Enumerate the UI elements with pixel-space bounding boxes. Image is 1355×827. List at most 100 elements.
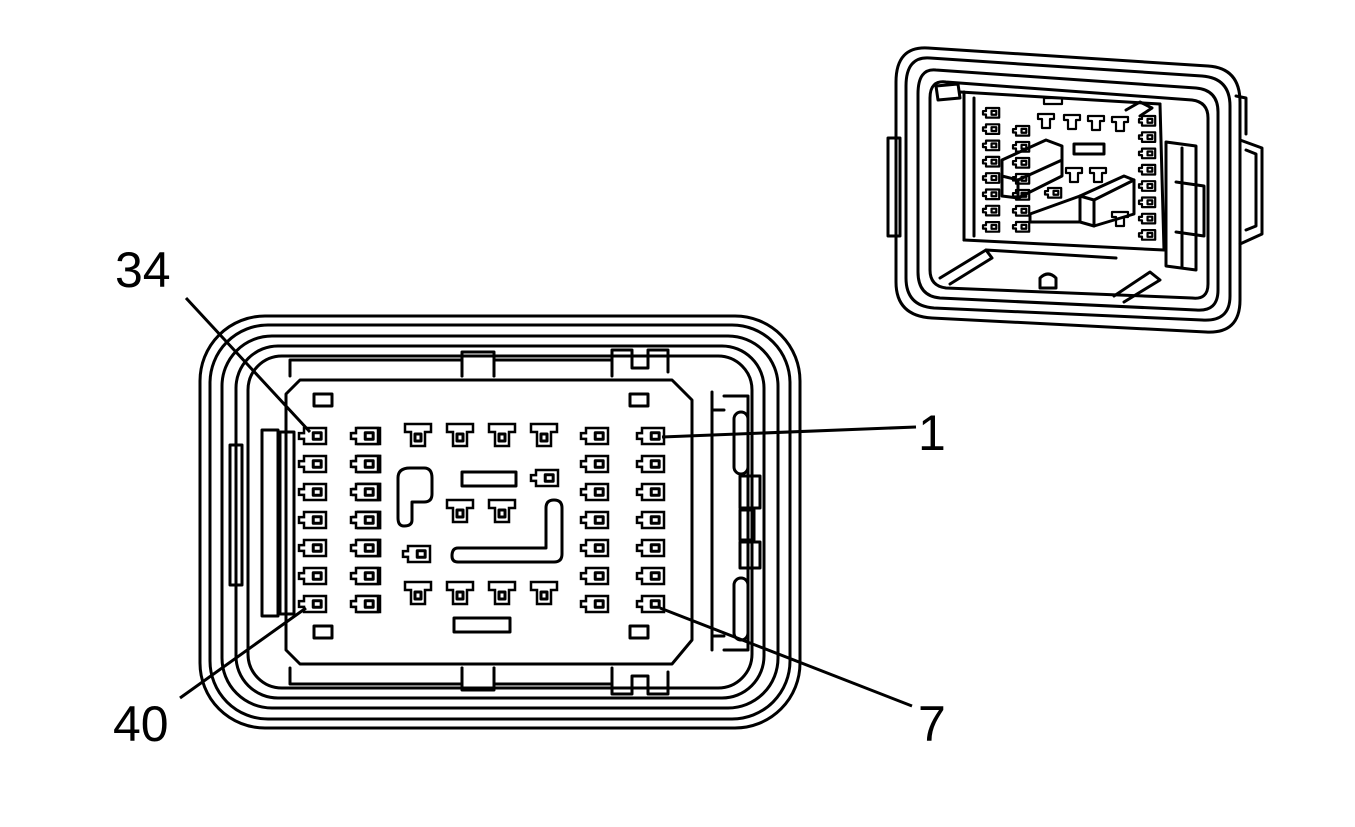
pin-contact bbox=[649, 515, 661, 525]
pin-contact bbox=[311, 431, 323, 441]
iso-key-slot bbox=[1042, 96, 1064, 106]
pin-contact bbox=[311, 543, 323, 553]
pin-cavity bbox=[981, 123, 1001, 135]
pin-contact bbox=[1146, 231, 1154, 238]
pin-contact bbox=[990, 158, 998, 165]
leader-line-34 bbox=[184, 296, 312, 434]
pin-contact bbox=[543, 473, 555, 483]
t-pin-cavity bbox=[1062, 113, 1082, 131]
pin-contact bbox=[649, 571, 661, 581]
pin-cavity bbox=[1043, 186, 1063, 199]
pin-contact bbox=[990, 207, 998, 214]
pin-cavity bbox=[1137, 180, 1157, 192]
t-pin-cavity bbox=[1064, 166, 1084, 184]
pin-contact bbox=[363, 599, 375, 609]
pin-contact bbox=[1020, 207, 1028, 214]
t-pin-cavity bbox=[1086, 114, 1106, 132]
pin-contact bbox=[649, 543, 661, 553]
pin-contact bbox=[1020, 191, 1028, 198]
pin-contact bbox=[539, 590, 549, 601]
pin-contact bbox=[1146, 150, 1154, 157]
pin-contact bbox=[363, 487, 375, 497]
pin-contact bbox=[497, 508, 507, 519]
connector-face-view bbox=[198, 314, 802, 730]
pin-contact bbox=[1146, 134, 1154, 141]
pin-cavity bbox=[981, 172, 1001, 184]
pin-contact bbox=[990, 191, 998, 198]
pin-contact bbox=[990, 142, 998, 149]
pin-contact bbox=[363, 459, 375, 469]
pin-contact bbox=[1020, 127, 1028, 134]
t-pin-cavity bbox=[1036, 112, 1056, 130]
iso-pin-cavity-grid bbox=[981, 96, 1157, 241]
pin-contact bbox=[990, 126, 998, 133]
pin-cavity bbox=[981, 139, 1001, 152]
pin-contact bbox=[311, 487, 323, 497]
pin-cavity bbox=[1011, 140, 1031, 153]
pin-contact bbox=[1146, 117, 1154, 124]
pin-contact bbox=[593, 571, 605, 581]
pin-contact bbox=[311, 515, 323, 525]
t-pin-cavity bbox=[1110, 210, 1130, 228]
pin-cavity bbox=[1137, 114, 1157, 127]
pin-contact bbox=[990, 109, 998, 116]
pin-contact bbox=[649, 599, 661, 609]
pin-contact bbox=[413, 590, 423, 601]
pin-contact bbox=[1020, 175, 1028, 182]
pin-cavity bbox=[1011, 204, 1031, 217]
pin-cavity bbox=[1137, 196, 1157, 209]
pin-contact bbox=[1020, 159, 1028, 166]
pin-cavity bbox=[1137, 163, 1157, 176]
pin-contact bbox=[1146, 215, 1154, 222]
pin-contact bbox=[1020, 223, 1028, 230]
pin-contact bbox=[497, 590, 507, 601]
pin-contact bbox=[593, 487, 605, 497]
pin-contact bbox=[593, 431, 605, 441]
pin-contact bbox=[1146, 166, 1154, 173]
pin-cavity bbox=[981, 188, 1001, 201]
pin-contact bbox=[1052, 189, 1060, 196]
pin-cavity bbox=[1011, 124, 1031, 137]
t-pin-cavity bbox=[1088, 166, 1108, 184]
pin-cavity bbox=[1137, 229, 1157, 241]
pin-label-7: 7 bbox=[918, 696, 946, 752]
pin-contact bbox=[593, 543, 605, 553]
pin-contact bbox=[593, 515, 605, 525]
leader-line-1 bbox=[661, 425, 917, 439]
pin-cavity bbox=[1011, 220, 1031, 233]
pin-contact bbox=[455, 432, 465, 443]
pin-contact bbox=[363, 543, 375, 553]
pin-label-34: 34 bbox=[115, 242, 171, 298]
pin-contact bbox=[497, 432, 507, 443]
pin-contact bbox=[363, 571, 375, 581]
pin-contact bbox=[649, 487, 661, 497]
pin-contact bbox=[413, 432, 423, 443]
pin-cavity bbox=[981, 204, 1001, 217]
pin-cavity bbox=[981, 221, 1001, 233]
pin-contact bbox=[593, 599, 605, 609]
pin-cavity bbox=[1011, 188, 1031, 201]
pin-contact bbox=[649, 459, 661, 469]
leader-line-7 bbox=[659, 606, 913, 708]
pin-cavity bbox=[1137, 147, 1157, 160]
pin-contact bbox=[311, 459, 323, 469]
pin-cavity bbox=[981, 155, 1001, 168]
pin-contact bbox=[455, 508, 465, 519]
pin-contact bbox=[649, 431, 661, 441]
pin-cavity bbox=[981, 106, 1001, 119]
t-pin-cavity bbox=[1110, 115, 1130, 133]
pin-contact bbox=[363, 515, 375, 525]
pin-label-40: 40 bbox=[113, 696, 169, 752]
pin-cavity-grid bbox=[297, 422, 666, 614]
pin-contact bbox=[415, 549, 427, 559]
pin-cavity bbox=[1137, 212, 1157, 225]
pin-cavity bbox=[1011, 156, 1031, 169]
pin-contact bbox=[1020, 143, 1028, 150]
pin-contact bbox=[311, 599, 323, 609]
pin-contact bbox=[311, 571, 323, 581]
pin-contact bbox=[1146, 182, 1154, 190]
pin-contact bbox=[455, 590, 465, 601]
leader-line-40 bbox=[179, 606, 307, 700]
pin-contact bbox=[990, 174, 998, 182]
pin-contact bbox=[1146, 199, 1154, 206]
